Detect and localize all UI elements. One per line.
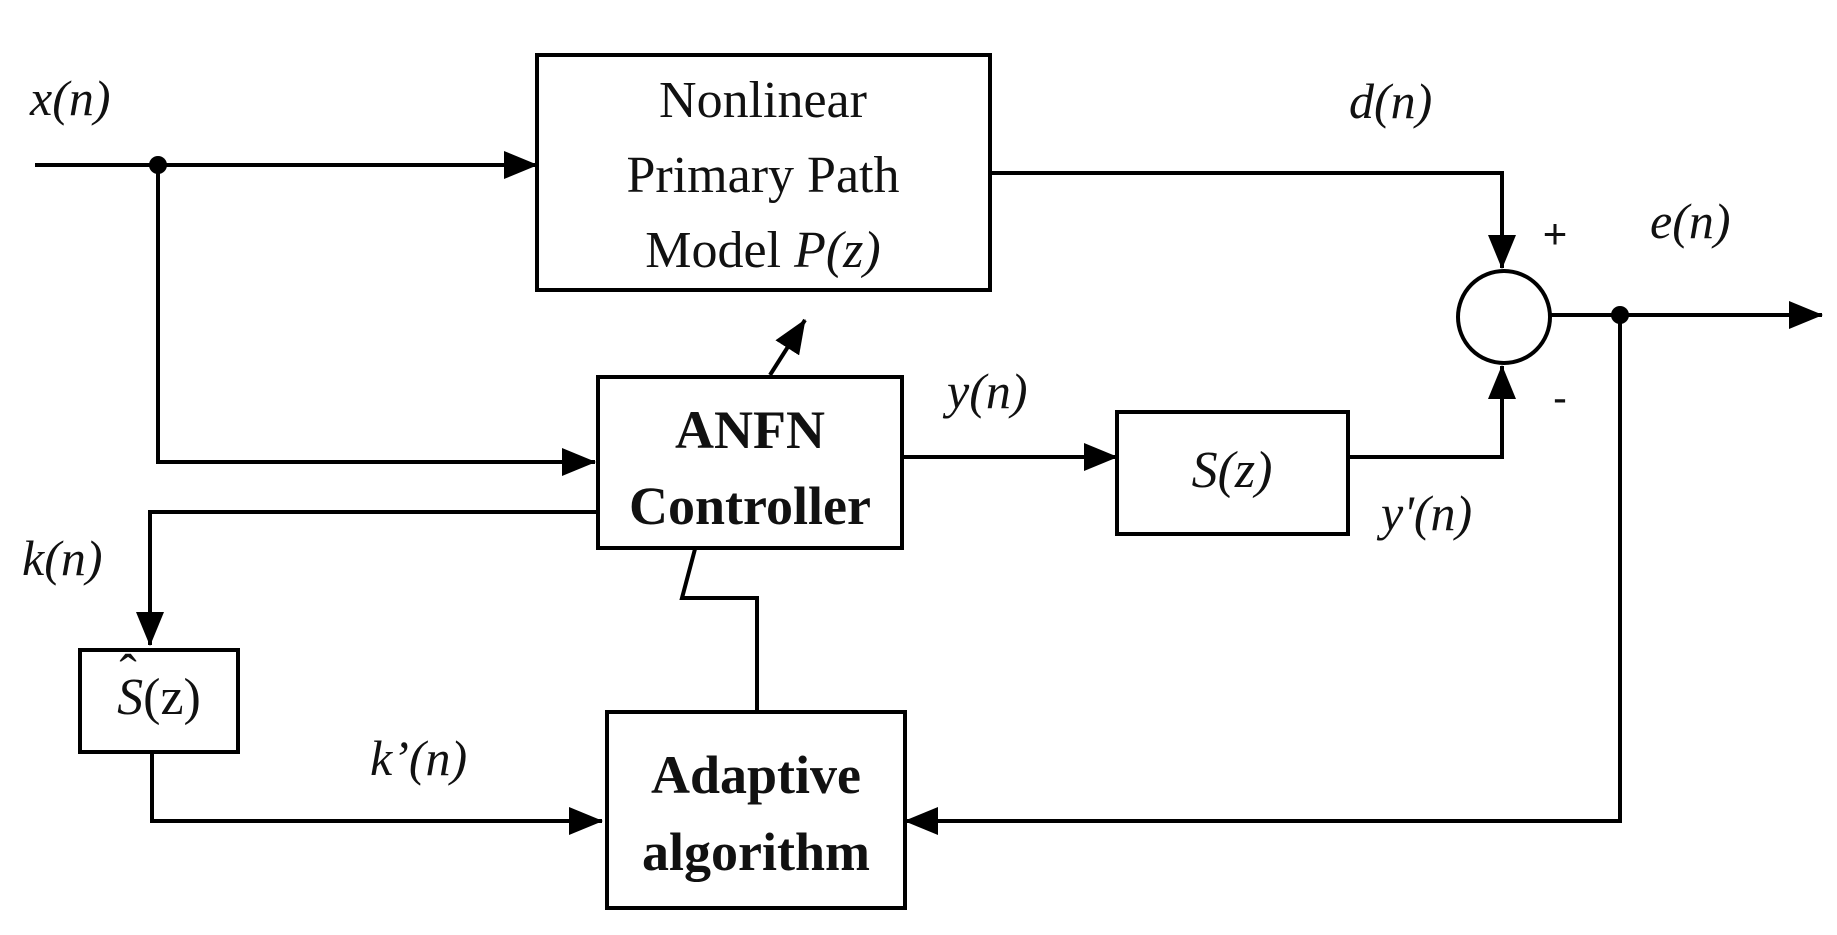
summing-junction: + - xyxy=(1456,210,1568,421)
minus-sign: - xyxy=(1553,374,1567,421)
secondary-estimate-block: S(z) ˆ xyxy=(78,645,240,754)
signal-e-label: e(n) xyxy=(1650,193,1731,249)
anfn-controller-block: ANFN Controller xyxy=(596,375,904,550)
secondary-path-label: S(z) xyxy=(1192,442,1273,499)
wire-anfn-to-primary xyxy=(768,318,807,377)
primary-path-block: Nonlinear Primary Path Model P(z) xyxy=(535,53,992,292)
secondary-path-block: S(z) xyxy=(1115,410,1350,536)
junction-dot-x xyxy=(149,156,167,174)
primary-path-line1: Nonlinear xyxy=(659,72,867,129)
signal-k-label: k(n) xyxy=(22,530,103,586)
wire-e-feedback xyxy=(904,315,1622,835)
signal-kprime-label: k’(n) xyxy=(370,730,467,786)
adaptive-line1: Adaptive xyxy=(651,745,861,805)
wire-x-to-anfn xyxy=(156,165,596,476)
wire-kprime-to-adaptive xyxy=(150,752,603,835)
anfn-line1: ANFN xyxy=(675,400,825,460)
secondary-estimate-label: S(z) xyxy=(117,669,201,726)
primary-path-line3-prefix: Model xyxy=(645,222,794,279)
secondary-estimate-hat: ˆ xyxy=(119,645,136,702)
signal-x-label: x(n) xyxy=(29,70,111,126)
signal-d-label: d(n) xyxy=(1349,73,1432,129)
wire-adaptive-to-anfn xyxy=(679,548,759,712)
wire-yprime-to-sum xyxy=(1348,365,1516,459)
signal-y-label: y(n) xyxy=(942,363,1028,419)
secondary-estimate-base: S xyxy=(117,669,143,726)
wire-d-to-sum xyxy=(990,171,1516,269)
adaptive-algorithm-block: Adaptive algorithm xyxy=(605,710,907,910)
primary-path-line2: Primary Path xyxy=(627,147,900,204)
primary-path-transfer-fn: P(z) xyxy=(793,222,881,279)
adaptive-line2: algorithm xyxy=(642,822,870,882)
primary-path-line3: Model P(z) xyxy=(645,222,880,279)
wire-k-to-estimate xyxy=(136,510,598,646)
anfn-line2: Controller xyxy=(629,476,871,536)
signal-yprime-label: y'(n) xyxy=(1376,485,1472,541)
plus-sign: + xyxy=(1543,210,1568,257)
junction-dot-e xyxy=(1611,306,1629,324)
secondary-estimate-args: (z) xyxy=(143,669,201,726)
